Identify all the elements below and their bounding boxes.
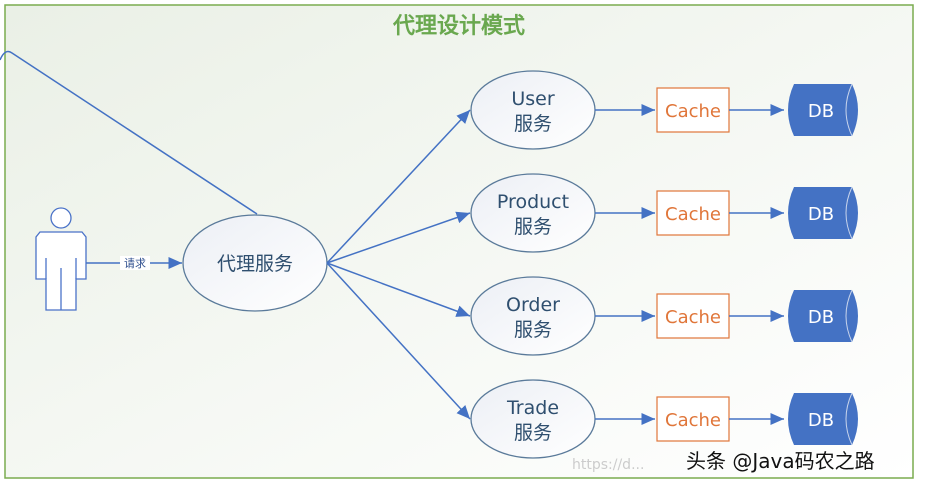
cache-box <box>656 190 730 236</box>
service-name: Order <box>506 294 560 316</box>
service-suffix: 服务 <box>514 216 552 238</box>
database-icon <box>788 187 858 239</box>
frame <box>4 4 914 479</box>
service-suffix: 服务 <box>514 113 552 135</box>
db-label: DB <box>808 101 834 122</box>
service-name: User <box>511 88 554 110</box>
database-edge <box>845 392 853 446</box>
db-label: DB <box>808 307 834 328</box>
database-edge <box>845 186 853 240</box>
database-edge <box>845 83 853 137</box>
service-node <box>470 173 596 253</box>
service-name: Trade <box>506 397 559 419</box>
watermark-faint: https://d... <box>572 457 644 473</box>
service-node <box>470 70 596 150</box>
database-icon <box>788 290 858 342</box>
database-edge <box>845 289 853 343</box>
request-label: 请求 <box>124 257 146 270</box>
proxy-service-label: 代理服务 <box>217 253 293 275</box>
db-label: DB <box>808 204 834 225</box>
proxy-to-service-arrow <box>326 109 471 264</box>
service-node <box>470 379 596 459</box>
service-row: Order 服务 Cache DB <box>326 262 858 356</box>
cache-label: Cache <box>665 307 721 328</box>
diagram-title: 代理设计模式 <box>392 14 525 39</box>
database-icon <box>788 393 858 445</box>
watermark: 头条 @Java码农之路 <box>686 449 875 473</box>
proxy-to-service-arrow <box>326 262 471 420</box>
db-label: DB <box>808 410 834 431</box>
proxy-to-service-arrow <box>326 262 471 317</box>
service-node <box>470 276 596 356</box>
cache-box <box>656 293 730 339</box>
user-actor-icon <box>35 207 87 311</box>
service-name: Product <box>497 191 569 213</box>
connector-line <box>0 50 258 215</box>
service-suffix: 服务 <box>514 422 552 444</box>
cache-label: Cache <box>665 410 721 431</box>
database-icon <box>788 84 858 136</box>
service-row: Product 服务 Cache DB <box>326 173 858 264</box>
cache-label: Cache <box>665 101 721 122</box>
service-suffix: 服务 <box>514 319 552 341</box>
cache-label: Cache <box>665 204 721 225</box>
cache-box <box>656 396 730 442</box>
proxy-to-service-arrow <box>326 211 471 264</box>
cache-box <box>656 87 730 133</box>
